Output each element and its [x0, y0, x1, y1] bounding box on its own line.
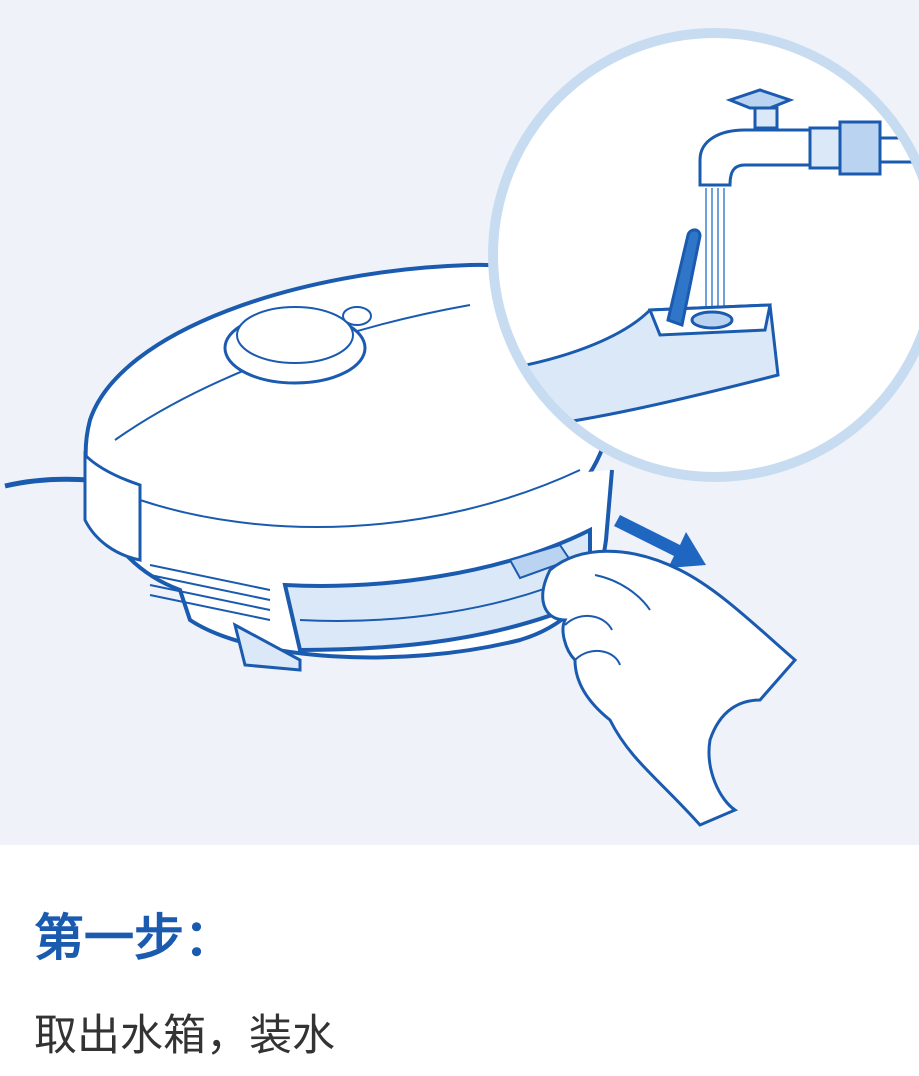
step-title: 第一步： — [34, 909, 234, 967]
robot-vacuum-illustration — [4, 28, 919, 827]
faucet-icon — [698, 88, 919, 187]
water-stream — [705, 188, 725, 320]
pull-arrow-icon — [614, 515, 706, 568]
zoom-inset — [488, 28, 919, 482]
step-description: 取出水箱，装水 — [34, 1011, 335, 1061]
hand — [541, 549, 798, 827]
illustration-panel — [0, 0, 919, 845]
